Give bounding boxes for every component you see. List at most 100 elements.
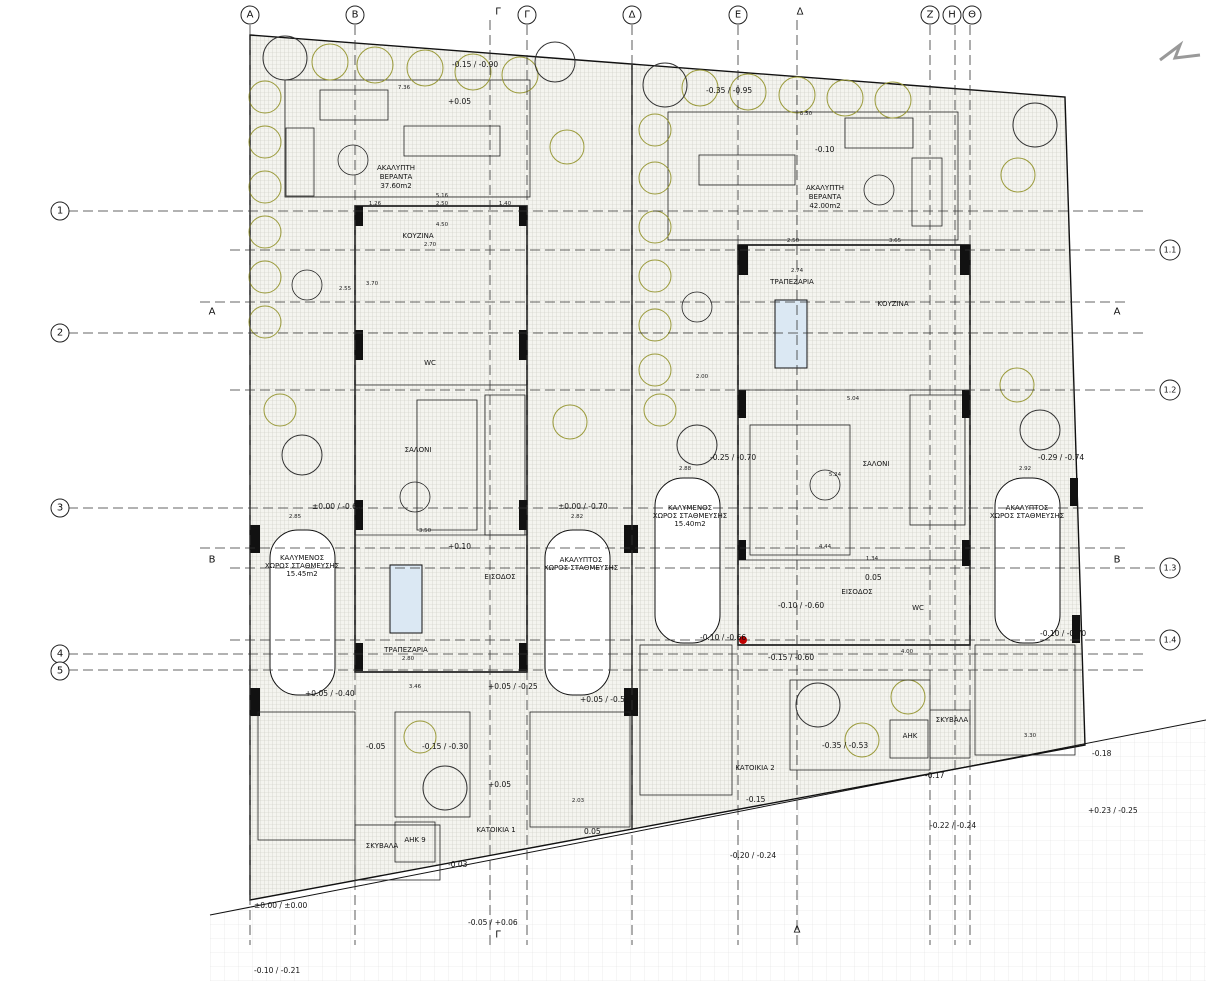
svg-text:ΕΙΣΟΔΟΣ: ΕΙΣΟΔΟΣ [841, 588, 872, 596]
svg-text:ΚΟΥΖΙΝΑ: ΚΟΥΖΙΝΑ [402, 232, 433, 240]
svg-text:Β: Β [352, 10, 359, 21]
street-pavement [210, 720, 1206, 981]
grid-axes-vertical [249, 20, 971, 945]
svg-text:ΚΑΛΥΜΕΝΟΣ: ΚΑΛΥΜΕΝΟΣ [280, 554, 324, 562]
svg-text:-0.35 / -0.53: -0.35 / -0.53 [822, 741, 868, 750]
svg-text:3.70: 3.70 [366, 281, 379, 287]
svg-text:-0.22 / -0.24: -0.22 / -0.24 [930, 821, 976, 830]
svg-text:WC: WC [424, 359, 436, 367]
svg-text:5.16: 5.16 [436, 193, 449, 199]
svg-text:Α: Α [209, 307, 216, 318]
svg-text:WC: WC [912, 604, 924, 612]
svg-text:ΤΡΑΠΕΖΑΡΙΑ: ΤΡΑΠΕΖΑΡΙΑ [769, 278, 814, 286]
house-1-labels: ΑΚΑΛΥΠΤΗ ΒΕΡΑΝΤΑ 37.60m2 ΚΟΥΖΙΝΑ WC ΣΑΛΟ… [265, 164, 618, 850]
svg-text:Γ: Γ [495, 7, 501, 18]
svg-text:Β: Β [209, 555, 216, 566]
cars [269, 477, 1061, 696]
svg-text:Β: Β [1114, 555, 1121, 566]
veranda-2 [667, 111, 959, 241]
svg-text:-0.15 / -0.60: -0.15 / -0.60 [768, 653, 814, 662]
svg-text:ΑΚΑΛΥΠΤΗ: ΑΚΑΛΥΠΤΗ [806, 184, 844, 192]
svg-text:2.03: 2.03 [572, 798, 585, 804]
svg-text:2.85: 2.85 [289, 514, 302, 520]
svg-text:Α: Α [1114, 307, 1121, 318]
driveway-4 [974, 644, 1076, 756]
svg-text:-0.17: -0.17 [925, 771, 945, 780]
svg-text:ΑΗΚ 9: ΑΗΚ 9 [404, 836, 425, 844]
svg-text:+0.05: +0.05 [448, 97, 471, 106]
svg-text:0.05: 0.05 [865, 573, 882, 582]
svg-text:2.50: 2.50 [436, 201, 449, 207]
svg-text:Θ: Θ [968, 10, 976, 21]
svg-text:1.1: 1.1 [1164, 246, 1177, 255]
svg-text:1.40: 1.40 [499, 201, 512, 207]
svg-text:+0.05 / -0.58: +0.05 / -0.58 [580, 695, 630, 704]
svg-text:ΕΙΣΟΔΟΣ: ΕΙΣΟΔΟΣ [484, 573, 515, 581]
svg-text:Η: Η [948, 10, 956, 21]
svg-text:2.80: 2.80 [402, 656, 415, 662]
svg-text:+0.05 / -0.25: +0.05 / -0.25 [488, 682, 538, 691]
driveway-2 [529, 711, 631, 828]
svg-text:5.04: 5.04 [847, 396, 860, 402]
svg-text:-0.10 / -0.70: -0.10 / -0.70 [1040, 629, 1086, 638]
svg-text:2.92: 2.92 [1019, 466, 1031, 472]
svg-text:-0.15 / -0.30: -0.15 / -0.30 [422, 742, 468, 751]
svg-text:-0.25 / -0.70: -0.25 / -0.70 [710, 453, 756, 462]
svg-text:+0.05 / -0.40: +0.05 / -0.40 [305, 689, 355, 698]
svg-text:1.4: 1.4 [1164, 636, 1177, 645]
svg-text:4: 4 [57, 649, 63, 660]
svg-text:7.36: 7.36 [398, 85, 411, 91]
driveway-3 [639, 644, 733, 796]
axis-label-left: 1 2 3 4 5 [50, 201, 70, 681]
svg-text:ΚΑΤΟΙΚΙΑ 2: ΚΑΤΟΙΚΙΑ 2 [735, 764, 774, 772]
svg-text:ΧΩΡΟΣ ΣΤΑΘΜΕΥΣΗΣ: ΧΩΡΟΣ ΣΤΑΘΜΕΥΣΗΣ [653, 512, 727, 520]
svg-text:-0.10 / -0.21: -0.10 / -0.21 [254, 966, 300, 975]
svg-text:4.00: 4.00 [901, 649, 914, 655]
svg-text:ΧΩΡΟΣ ΣΤΑΘΜΕΥΣΗΣ: ΧΩΡΟΣ ΣΤΑΘΜΕΥΣΗΣ [990, 512, 1064, 520]
svg-text:1.34: 1.34 [866, 556, 879, 562]
svg-text:+0.05: +0.05 [488, 780, 511, 789]
section-markers: Α Α Β Β Γ Γ Δ Δ [209, 7, 1121, 941]
sofa-1 [416, 399, 478, 531]
svg-text:2.70: 2.70 [424, 242, 437, 248]
svg-text:1.26: 1.26 [369, 201, 382, 207]
svg-text:4.44: 4.44 [819, 544, 832, 550]
svg-text:ΣΚΥΒΑΛΑ: ΣΚΥΒΑΛΑ [366, 842, 399, 850]
svg-text:ΣΚΥΒΑΛΑ: ΣΚΥΒΑΛΑ [936, 716, 969, 724]
svg-text:-0.18: -0.18 [1092, 749, 1112, 758]
stair-2 [909, 394, 966, 526]
svg-text:-0.05: -0.05 [366, 742, 386, 751]
grid-axes-horizontal [68, 210, 1155, 671]
svg-text:3: 3 [57, 503, 63, 514]
svg-text:15.45m2: 15.45m2 [286, 570, 317, 578]
svg-text:ΒΕΡΑΝΤΑ: ΒΕΡΑΝΤΑ [809, 193, 842, 201]
svg-text:-0.35 / -0.95: -0.35 / -0.95 [706, 86, 752, 95]
svg-text:ΑΚΑΛΥΠΤΗ: ΑΚΑΛΥΠΤΗ [377, 164, 415, 172]
svg-text:2.55: 2.55 [339, 286, 352, 292]
svg-text:±0.00 / -0.70: ±0.00 / -0.70 [558, 502, 608, 511]
svg-text:1: 1 [57, 206, 63, 217]
svg-text:37.60m2: 37.60m2 [380, 182, 411, 190]
trees [248, 43, 1036, 758]
svg-text:±0.00 / -0.60: ±0.00 / -0.60 [312, 502, 362, 511]
svg-text:±0.00 / ±0.00: ±0.00 / ±0.00 [254, 901, 307, 910]
svg-text:ΚΑΤΟΙΚΙΑ 1: ΚΑΤΟΙΚΙΑ 1 [476, 826, 515, 834]
svg-text:Α: Α [247, 10, 254, 21]
svg-text:5.24: 5.24 [829, 472, 842, 478]
svg-text:-0.03: -0.03 [448, 860, 468, 869]
svg-text:-0.10: -0.10 [815, 145, 835, 154]
svg-text:2.88: 2.88 [679, 466, 692, 472]
svg-text:-0.10 / -0.66: -0.10 / -0.66 [700, 633, 746, 642]
level-annotations: -0.15 / -0.90 +0.05 -0.35 / -0.95 -0.10 … [254, 60, 1138, 975]
svg-text:3.65: 3.65 [889, 238, 902, 244]
svg-text:2.82: 2.82 [571, 514, 583, 520]
street-line [209, 719, 1206, 916]
sofa-2 [749, 424, 851, 556]
svg-text:-0.20 / -0.24: -0.20 / -0.24 [730, 851, 776, 860]
meter-2 [889, 719, 929, 759]
north-arrow-icon [1159, 40, 1201, 62]
svg-text:Δ: Δ [797, 7, 804, 18]
svg-text:Ζ: Ζ [927, 10, 934, 21]
svg-text:-0.15 / -0.90: -0.15 / -0.90 [452, 60, 498, 69]
